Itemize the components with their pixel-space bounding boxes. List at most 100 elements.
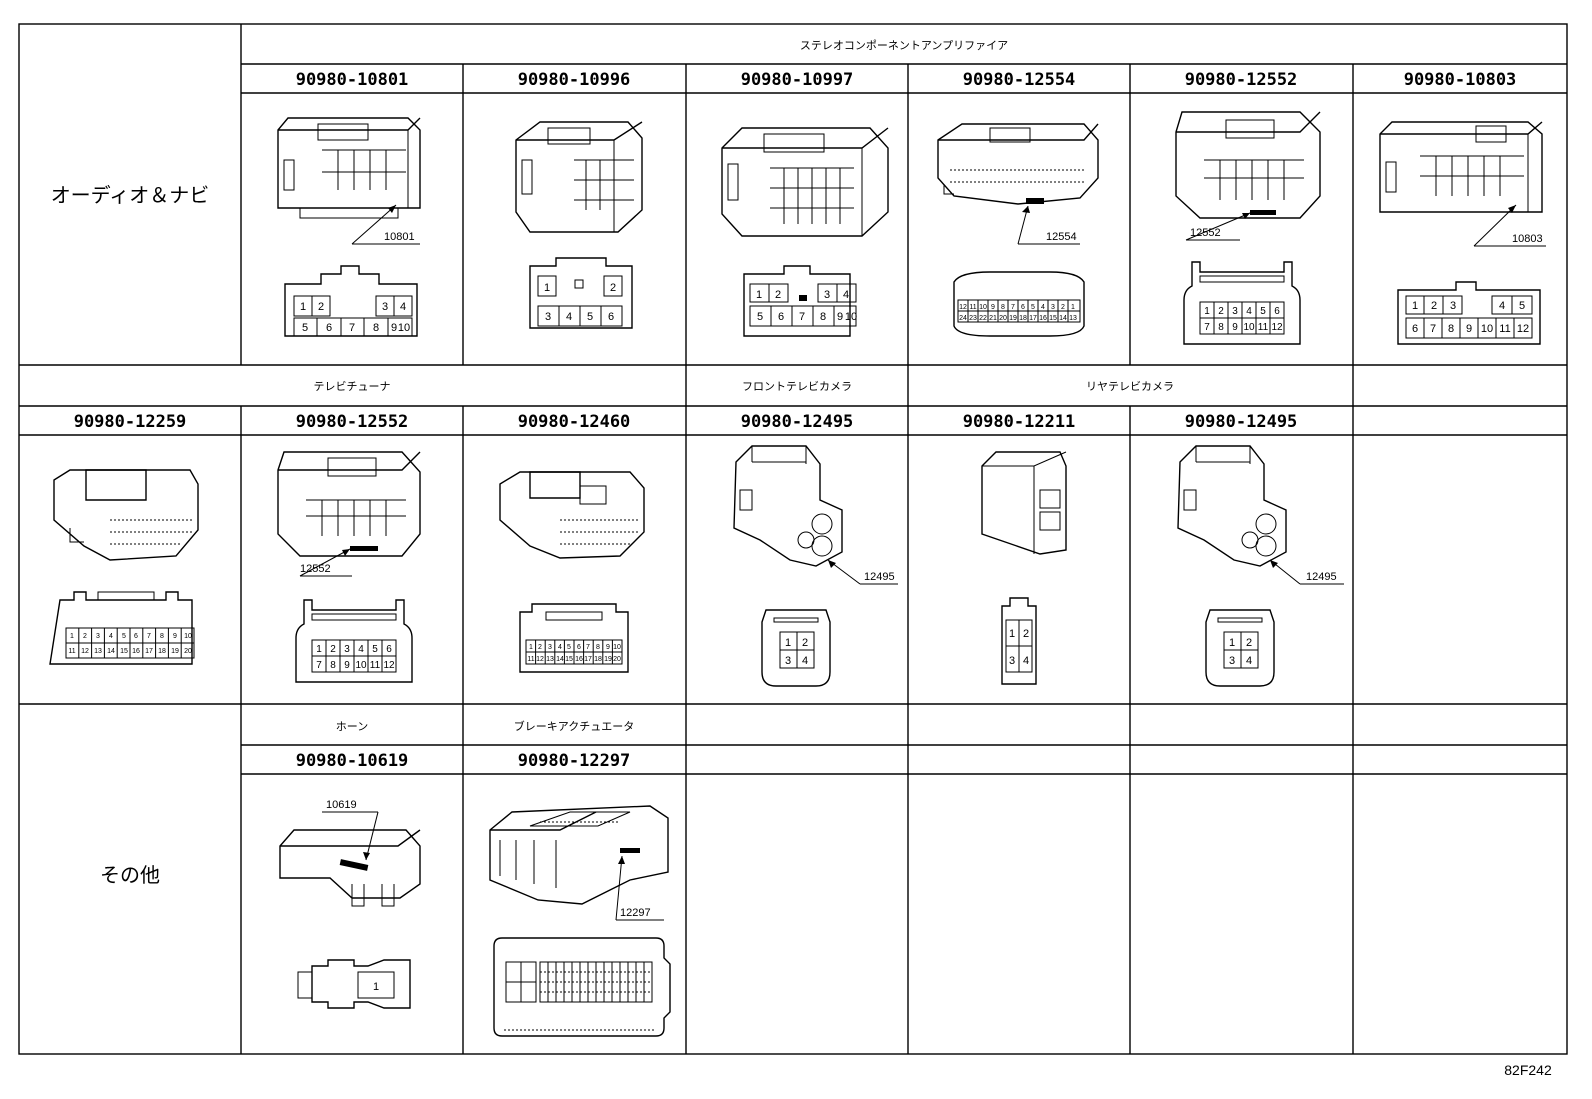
figure-id: 82F242 xyxy=(1504,1062,1552,1078)
pin: 17 xyxy=(1029,315,1037,322)
connector-12297-isometric xyxy=(489,805,669,905)
pin: 18 xyxy=(1019,315,1027,322)
pin-3: 3 xyxy=(824,289,830,301)
connector-10997: 1 2 3 4 5 6 7 8 9 10 xyxy=(721,127,889,337)
connector-12211-face: 1 2 3 4 xyxy=(1001,597,1037,685)
connector-10619: 10619 1 xyxy=(279,799,421,1009)
pin: 18 xyxy=(594,656,602,663)
pin: 6 xyxy=(1021,304,1025,311)
pin: 17 xyxy=(584,656,592,663)
pin: 1 xyxy=(1204,306,1210,317)
part-number: 90980-12554 xyxy=(963,70,1076,90)
pin: 2 xyxy=(1218,306,1224,317)
pin: 1 xyxy=(1009,628,1015,640)
pin: 3 xyxy=(344,644,350,655)
pin: 7 xyxy=(147,633,151,640)
connector-10996-isometric xyxy=(515,121,643,233)
part-number: 90980-12495 xyxy=(741,412,854,432)
part-number: 90980-10619 xyxy=(296,751,409,771)
pin: 6 xyxy=(386,644,392,655)
pin: 8 xyxy=(1448,323,1454,335)
pin: 13 xyxy=(546,656,554,663)
pin: 6 xyxy=(577,644,581,651)
pin: 10 xyxy=(355,660,367,671)
tag-12554: 12554 xyxy=(1046,231,1077,243)
part-number: 90980-10997 xyxy=(741,70,854,90)
pin: 12 xyxy=(383,660,395,671)
connector-12259: 1 2 3 4 5 6 7 8 9 10 11 12 13 14 15 16 1… xyxy=(49,469,199,665)
pin: 12 xyxy=(959,304,967,311)
part-number: 90980-10996 xyxy=(518,70,631,90)
pin: 4 xyxy=(1246,655,1252,667)
pin: 6 xyxy=(1274,306,1280,317)
pin: 8 xyxy=(596,644,600,651)
connector-12554: 12554 12 11 10 9 8 7 6 5 4 3 2 1 24 23 2 xyxy=(937,123,1099,337)
pin-9: 9 xyxy=(391,322,397,334)
pin: 2 xyxy=(802,637,808,649)
pin-1: 1 xyxy=(544,282,550,294)
pin: 12 xyxy=(81,648,89,655)
pin-8: 8 xyxy=(820,311,826,323)
pin: 1 xyxy=(529,644,533,651)
tag-12297: 12297 xyxy=(620,907,651,919)
pin-4: 4 xyxy=(400,301,406,313)
pin: 3 xyxy=(548,644,552,651)
pin: 9 xyxy=(606,644,610,651)
pin: 9 xyxy=(1232,322,1238,333)
pin: 8 xyxy=(160,633,164,640)
part-number: 90980-12259 xyxy=(74,412,187,432)
pin-6: 6 xyxy=(326,322,332,334)
connector-12460-face: 1 2 3 4 5 6 7 8 9 10 11 12 13 14 15 16 1… xyxy=(519,603,629,673)
pin-6: 6 xyxy=(608,311,614,323)
connector-12211: 1 2 3 4 xyxy=(981,451,1067,685)
group-brake-actuator: ブレーキアクチュエータ xyxy=(514,719,634,733)
part-number: 90980-12460 xyxy=(518,412,631,432)
pin-4: 4 xyxy=(843,289,849,301)
pin: 3 xyxy=(1450,300,1456,312)
connector-12552-isometric xyxy=(1175,111,1321,219)
pin: 2 xyxy=(538,644,542,651)
tag-10619: 10619 xyxy=(326,799,357,811)
pin: 5 xyxy=(122,633,126,640)
connector-12495-rear: 12495 1 2 3 4 xyxy=(1177,445,1344,687)
group-horn: ホーン xyxy=(336,720,368,733)
pin: 4 xyxy=(1246,306,1252,317)
pin: 1 xyxy=(316,644,322,655)
pin: 4 xyxy=(358,644,364,655)
pin: 1 xyxy=(785,637,791,649)
pin-3: 3 xyxy=(545,311,551,323)
pin: 5 xyxy=(372,644,378,655)
part-number: 90980-12495 xyxy=(1185,412,1298,432)
pin-3: 3 xyxy=(382,301,388,313)
pin: 24 xyxy=(959,315,967,322)
tag-12552: 12552 xyxy=(1190,227,1221,239)
pin: 2 xyxy=(83,633,87,640)
connector-12495-front-isometric xyxy=(733,445,843,567)
pin: 7 xyxy=(1430,323,1436,335)
pin: 2 xyxy=(1431,300,1437,312)
connector-12552-tv: 12552 1 2 3 4 5 6 7 8 9 10 11 12 xyxy=(277,451,421,683)
pin-9: 9 xyxy=(837,311,843,323)
pin: 12 xyxy=(1271,322,1283,333)
pin-1: 1 xyxy=(756,289,762,301)
pin: 7 xyxy=(1011,304,1015,311)
pin: 14 xyxy=(107,648,115,655)
connector-10803: 10803 1 2 3 4 5 6 7 8 9 10 11 12 xyxy=(1379,121,1546,345)
pin: 10 xyxy=(613,644,621,651)
pin: 3 xyxy=(1229,655,1235,667)
pin: 12 xyxy=(536,656,544,663)
connector-12495-rear-face: 1 2 3 4 xyxy=(1205,609,1275,687)
pin: 3 xyxy=(96,633,100,640)
pin: 11 xyxy=(370,660,381,671)
pin: 20 xyxy=(613,656,621,663)
tag-12495-front: 12495 xyxy=(864,571,895,583)
category-other: その他 xyxy=(100,863,160,887)
pin: 18 xyxy=(158,648,166,655)
pin: 2 xyxy=(330,644,336,655)
connector-12554-isometric xyxy=(937,123,1099,205)
pin-5: 5 xyxy=(302,322,308,334)
pin: 9 xyxy=(991,304,995,311)
connector-10996-face: 1 2 3 4 5 6 xyxy=(529,257,633,329)
connector-10619-face: 1 xyxy=(297,959,411,1009)
